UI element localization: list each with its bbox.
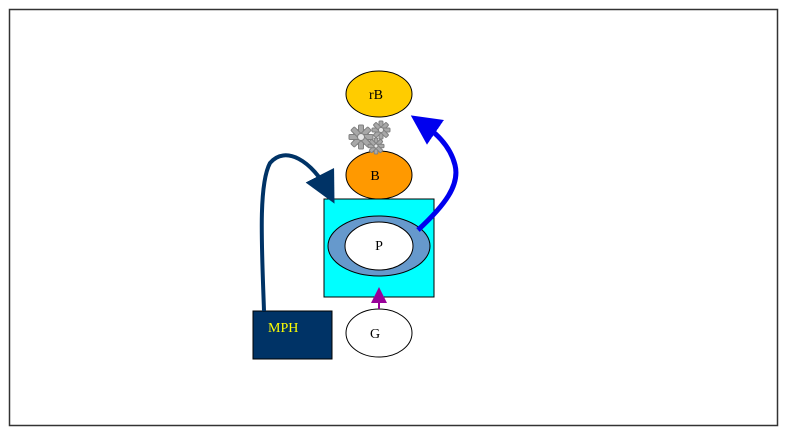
b-label: B [370, 169, 379, 184]
edge-mph-to-container [259, 153, 335, 312]
mph-label: MPH [268, 321, 298, 336]
gears-icon [348, 120, 391, 155]
p-label: P [375, 239, 383, 254]
rb-node [345, 70, 413, 118]
p-node [344, 221, 414, 271]
edge-p-to-rb [410, 115, 459, 232]
mph-box [252, 310, 333, 360]
rb-label: rB [369, 88, 383, 103]
g-label: G [370, 327, 380, 342]
